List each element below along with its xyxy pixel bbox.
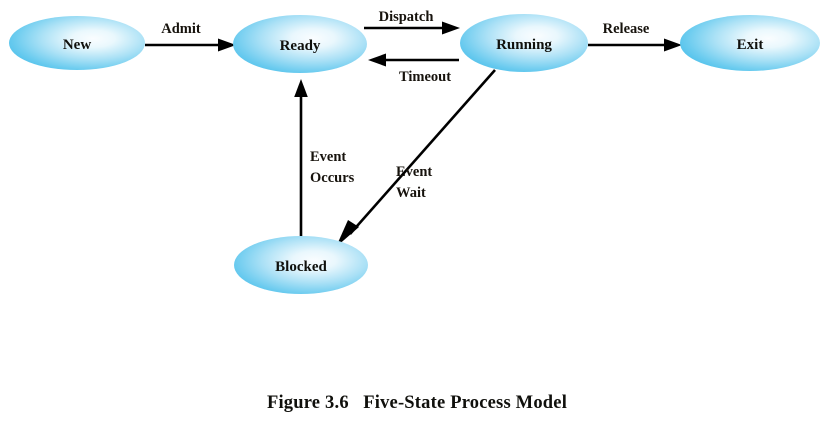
figure-caption: Figure 3.6 Five-State Process Model xyxy=(266,393,568,413)
edge-label-dispatch: Dispatch xyxy=(379,9,434,25)
state-node-exit-label: Exit xyxy=(737,37,764,53)
state-node-blocked-ellipse[interactable] xyxy=(234,236,368,294)
edge-event-occurs-arrowhead xyxy=(294,79,308,97)
state-node-new-ellipse[interactable] xyxy=(9,16,145,70)
state-node-blocked[interactable]: Blocked xyxy=(234,236,368,294)
edge-timeout-arrowhead xyxy=(368,53,386,67)
state-node-blocked-label: Blocked xyxy=(275,259,327,275)
state-node-exit[interactable]: Exit xyxy=(680,15,820,71)
edge-label-event-occurs-line1: Event xyxy=(310,149,346,165)
edge-dispatch-arrowhead xyxy=(442,21,460,35)
edge-admit-arrowhead xyxy=(218,38,236,52)
edge-event-occurs: Event Occurs xyxy=(294,79,355,240)
state-node-ready-label: Ready xyxy=(280,38,321,54)
edge-release-arrowhead xyxy=(664,38,682,52)
state-node-ready-ellipse[interactable] xyxy=(233,15,367,73)
edge-label-timeout: Timeout xyxy=(399,69,451,85)
edge-label-event-wait-line2: Wait xyxy=(396,185,426,201)
state-node-exit-ellipse[interactable] xyxy=(680,15,820,71)
state-node-ready[interactable]: Ready xyxy=(233,15,367,73)
edge-timeout: Timeout xyxy=(368,53,459,85)
edge-label-event-wait-line1: Event xyxy=(396,164,432,180)
state-node-new[interactable]: New xyxy=(9,16,145,70)
edge-admit: Admit xyxy=(145,21,236,52)
edge-dispatch: Dispatch xyxy=(364,9,460,35)
edge-event-wait-line xyxy=(349,69,496,235)
state-node-new-label: New xyxy=(63,37,91,53)
state-node-running-ellipse[interactable] xyxy=(460,14,588,72)
edge-event-wait: Event Wait xyxy=(336,69,496,247)
edge-label-admit: Admit xyxy=(161,21,201,37)
edge-release: Release xyxy=(588,21,682,52)
edge-label-release: Release xyxy=(603,21,650,37)
edge-event-wait-arrowhead xyxy=(336,220,359,247)
edge-label-event-occurs-line2: Occurs xyxy=(310,170,355,186)
state-node-running-label: Running xyxy=(496,37,552,53)
state-node-running[interactable]: Running xyxy=(460,14,588,72)
